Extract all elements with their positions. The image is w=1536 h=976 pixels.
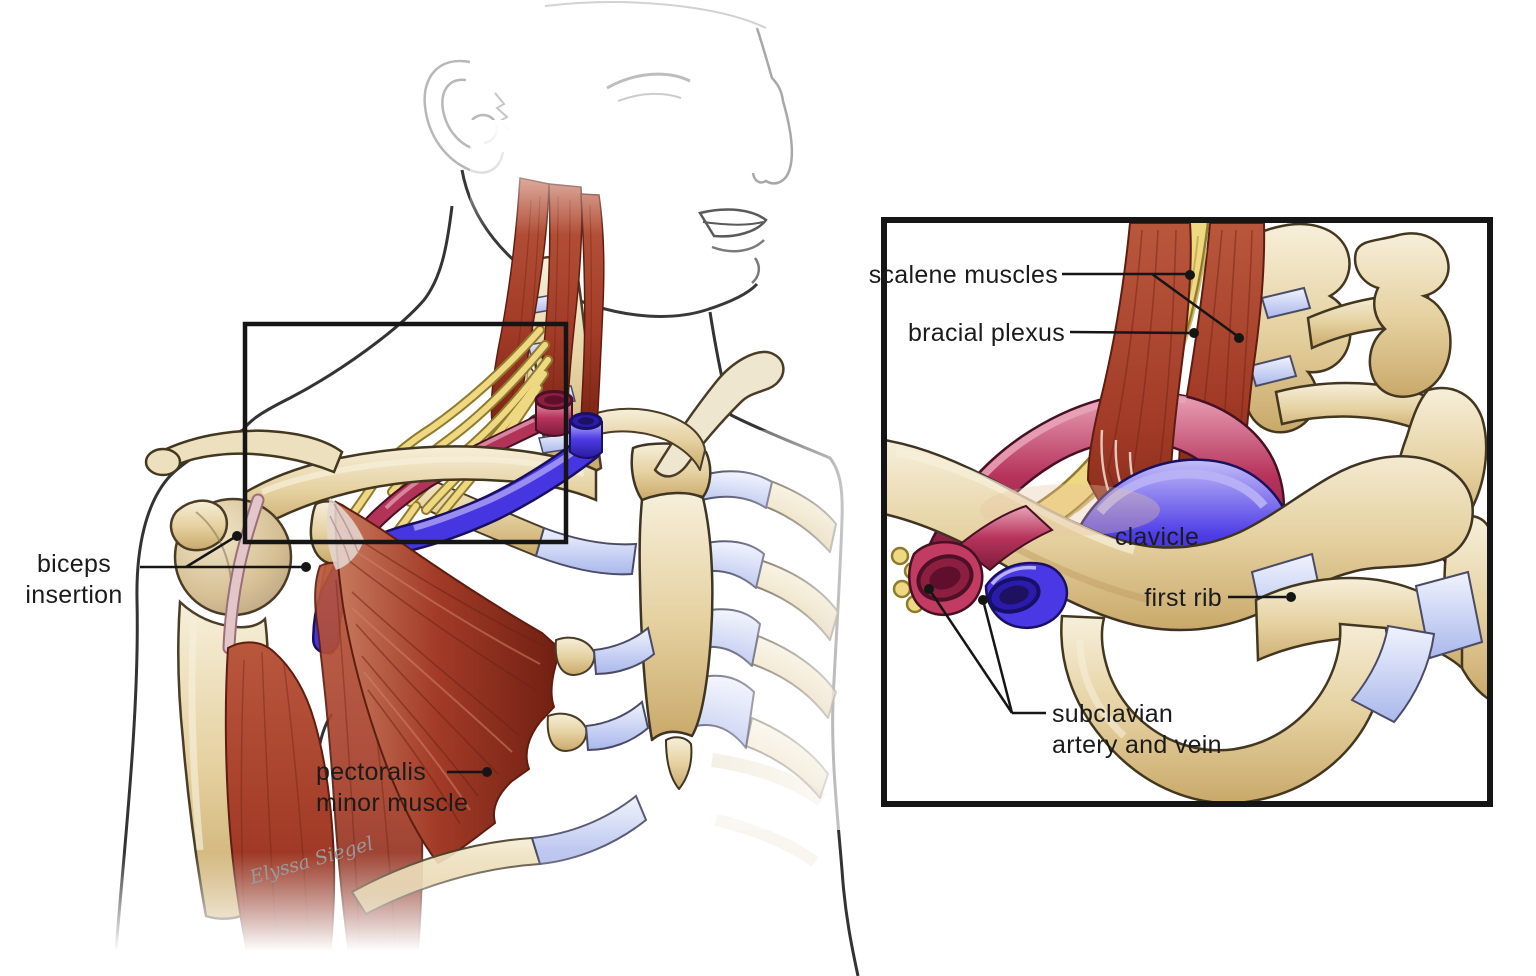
bottom-fade — [100, 852, 750, 976]
label-clavicle: clavicle — [1114, 523, 1200, 551]
label-first-rib: first rib — [1144, 584, 1222, 612]
label-pect-line1: pectoralis — [316, 758, 426, 786]
sternum-bone — [638, 491, 714, 742]
label-subclavian-line2: artery and vein — [1052, 731, 1222, 759]
callout-box — [242, 321, 569, 545]
first-rib-right — [587, 407, 706, 471]
label-bracial-plexus: bracial plexus — [907, 319, 1065, 347]
lips-line — [698, 208, 768, 238]
sternum-and-ribs — [587, 350, 870, 830]
pect-minor-tendon — [326, 498, 364, 570]
inset-bottom-rib — [1060, 614, 1436, 801]
label-pect-line2: minor muscle — [316, 789, 469, 817]
label-subclavian: subclavian artery and vein — [1052, 699, 1222, 761]
biceps-tendon — [224, 495, 263, 653]
pect-minor-striations — [343, 529, 545, 825]
label-pectoralis-minor: pectoralis minor muscle — [316, 757, 468, 819]
label-biceps-insertion: biceps insertion — [6, 549, 142, 611]
pect-insertion-ribs — [546, 626, 656, 753]
acromion-bone — [157, 429, 344, 474]
xiphoid-bone — [665, 736, 693, 790]
vein-cut-stub-main — [569, 412, 603, 459]
inset-border — [881, 217, 1493, 807]
label-biceps-line2: insertion — [25, 581, 123, 609]
label-scalene-muscles: scalene muscles — [868, 261, 1058, 289]
vein-cut-stub-inset — [984, 561, 1069, 629]
label-biceps-line1: biceps — [36, 550, 112, 578]
inset-artwork — [887, 223, 1487, 801]
inset-leader-lines — [924, 270, 1296, 715]
face-profile-line — [751, 27, 794, 185]
label-subclavian-line1: subclavian — [1052, 700, 1174, 728]
artery-cut-stub-main — [534, 390, 574, 437]
main-leader-lines — [140, 531, 492, 777]
